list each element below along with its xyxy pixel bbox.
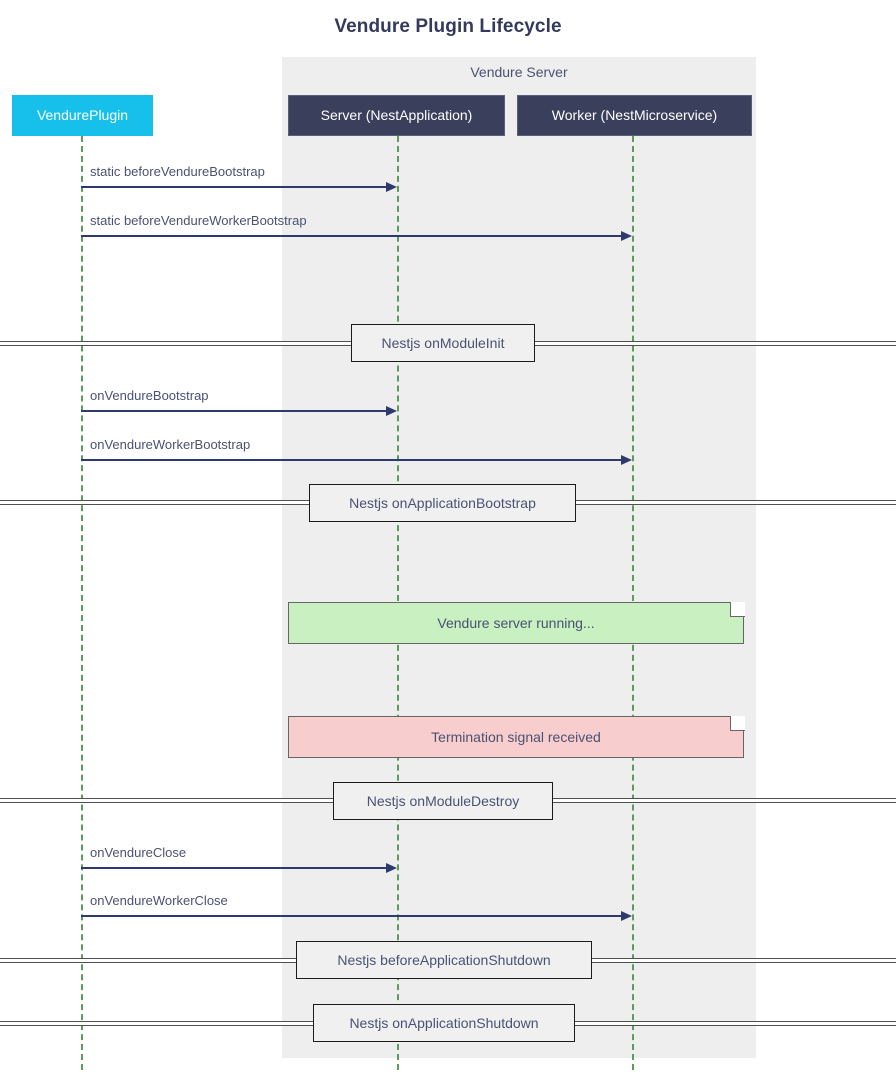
- note-fold-corner-icon-green: [730, 602, 745, 617]
- lifeline-vendureplugin: [81, 136, 83, 1070]
- message-line-onvendureworkerclose: [81, 915, 622, 917]
- message-label-static-beforevendureworkerbootstrap: static beforeVendureWorkerBootstrap: [90, 213, 307, 228]
- message-line-static-beforevendureworkerbootstrap: [81, 235, 622, 237]
- group-vendure-server: [282, 57, 756, 1058]
- participant-server[interactable]: Server (NestApplication): [288, 95, 505, 136]
- message-arrowhead-onvendureclose: [386, 863, 397, 873]
- note-fold-corner-icon-red: [730, 716, 745, 731]
- message-arrowhead-onvendureworkerbootstrap: [621, 455, 632, 465]
- message-arrowhead-static-beforevendureworkerbootstrap: [621, 231, 632, 241]
- note-termination-signal-received: Termination signal received: [288, 716, 744, 758]
- divider-nestjs-onmoduledestroy: Nestjs onModuleDestroy: [333, 782, 553, 820]
- message-label-onvendureworkerclose: onVendureWorkerClose: [90, 893, 228, 908]
- message-arrowhead-onvendureworkerclose: [621, 911, 632, 921]
- message-label-onvendurebootstrap: onVendureBootstrap: [90, 388, 209, 403]
- participant-vendureplugin[interactable]: VendurePlugin: [12, 95, 153, 136]
- message-arrowhead-static-beforevendurebootstrap: [386, 182, 397, 192]
- divider-nestjs-beforeapplicationshutdown: Nestjs beforeApplicationShutdown: [296, 941, 592, 979]
- message-arrowhead-onvendurebootstrap: [386, 406, 397, 416]
- divider-nestjs-onapplicationbootstrap: Nestjs onApplicationBootstrap: [309, 484, 576, 522]
- participant-worker[interactable]: Worker (NestMicroservice): [517, 95, 752, 136]
- message-line-onvendureclose: [81, 867, 387, 869]
- message-label-onvendureworkerbootstrap: onVendureWorkerBootstrap: [90, 437, 251, 452]
- message-line-onvendurebootstrap: [81, 410, 387, 412]
- divider-nestjs-onapplicationshutdown: Nestjs onApplicationShutdown: [313, 1004, 575, 1042]
- note-vendure-server-running: Vendure server running...: [288, 602, 744, 644]
- message-line-static-beforevendurebootstrap: [81, 186, 387, 188]
- message-label-static-beforevendurebootstrap: static beforeVendureBootstrap: [90, 164, 265, 179]
- group-label: Vendure Server: [470, 64, 568, 80]
- message-label-onvendureclose: onVendureClose: [90, 845, 187, 860]
- divider-nestjs-onmoduleinit: Nestjs onModuleInit: [351, 324, 535, 362]
- page-title: Vendure Plugin Lifecycle: [334, 16, 562, 37]
- message-line-onvendureworkerbootstrap: [81, 459, 622, 461]
